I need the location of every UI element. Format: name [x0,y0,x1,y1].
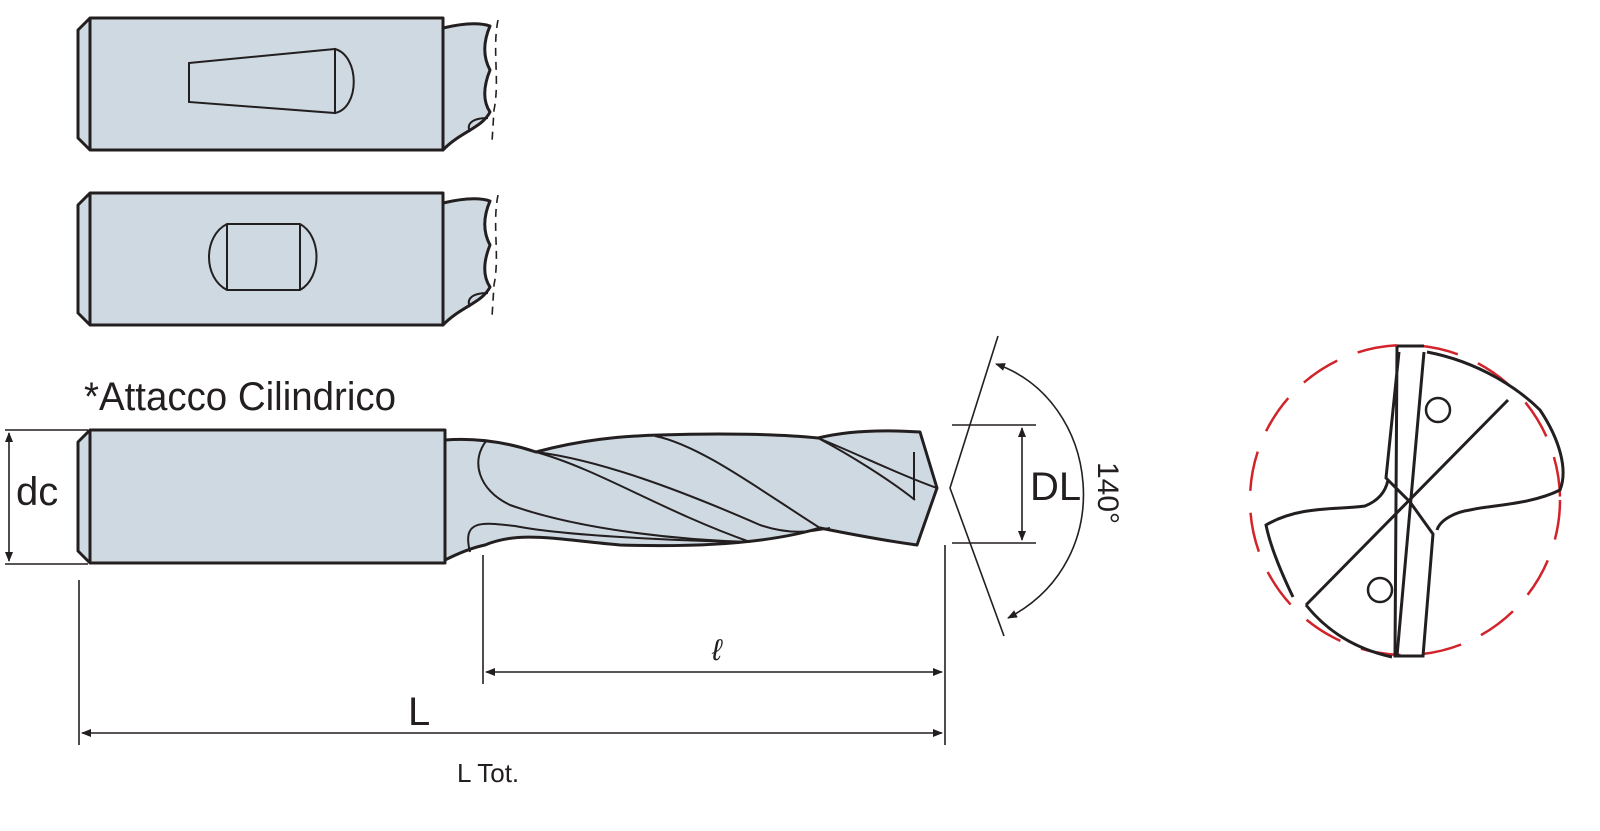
coolant-hole [1366,576,1394,604]
dimension-length: L L Tot. [78,580,943,788]
cutting-circle-dashed [1248,343,1562,657]
coolant-hole [1424,396,1452,424]
title-cylindrical-shank: *Attacco Cilindrico [84,375,396,419]
dimension-dc: dc [5,429,88,565]
label-l-tot: L Tot. [457,758,519,788]
label-dl: DL [1030,465,1081,509]
dimension-point-angle: 140° [949,335,1124,637]
shank-variant-rounded-flat [76,191,499,327]
label-L: L [408,690,430,734]
drill-main-view [76,428,939,565]
label-l: ℓ [711,634,723,667]
dimension-dl: DL [952,424,1081,544]
drill-end-view [1248,343,1565,659]
label-dc: dc [16,470,58,514]
label-140-degrees: 140° [1091,462,1124,524]
shank-variant-tapered-flat [76,16,499,152]
dimension-cutting-length: ℓ [482,545,946,745]
